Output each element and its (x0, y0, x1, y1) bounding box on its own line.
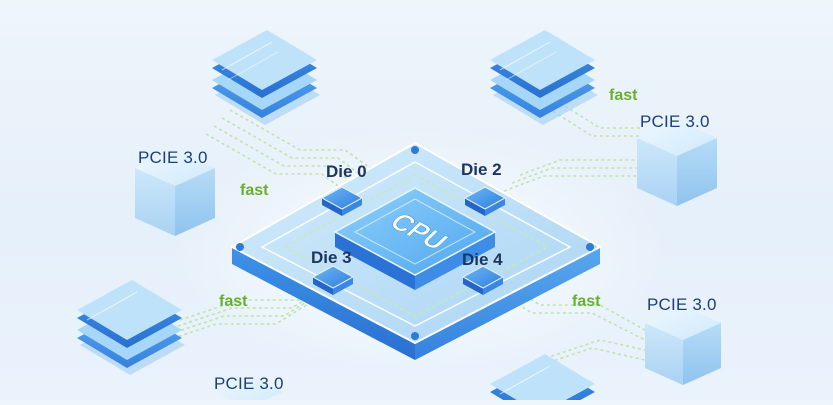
fast-link-label-bottom-left: fast (219, 293, 248, 310)
die-2-label: Die 2 (461, 160, 502, 179)
die-chip-3 (311, 265, 355, 295)
die-chip-0 (320, 186, 364, 216)
pcie-label-top-right: PCIE 3.0 (640, 112, 710, 131)
die-chip-4 (461, 265, 505, 295)
pcie-label-bottom-left: PCIE 3.0 (214, 374, 284, 393)
pcie-cube-top-right (637, 120, 717, 206)
die-3-label: Die 3 (311, 248, 352, 267)
memory-module-top-left (212, 30, 320, 125)
pcie-cube-bottom-left (213, 376, 283, 405)
pcie-label-top-left: PCIE 3.0 (138, 148, 208, 167)
cpu-core (333, 187, 497, 290)
circuit-traces (155, 99, 646, 369)
memory-module-top-right (490, 30, 598, 125)
fast-link-label-top-left: fast (240, 182, 269, 199)
die-0-label: Die 0 (326, 162, 367, 181)
memory-module-bottom-right (490, 354, 595, 405)
memory-module-bottom-left (77, 280, 185, 375)
pcie-cube-top-left (135, 150, 215, 236)
fast-link-label-bottom-right: fast (572, 293, 601, 310)
die-chip-2 (463, 186, 507, 216)
pcie-cube-bottom-right (645, 306, 721, 385)
die-4-label: Die 4 (462, 250, 503, 269)
pcie-label-bottom-right: PCIE 3.0 (647, 295, 717, 314)
fast-link-label-top-right: fast (609, 87, 638, 104)
